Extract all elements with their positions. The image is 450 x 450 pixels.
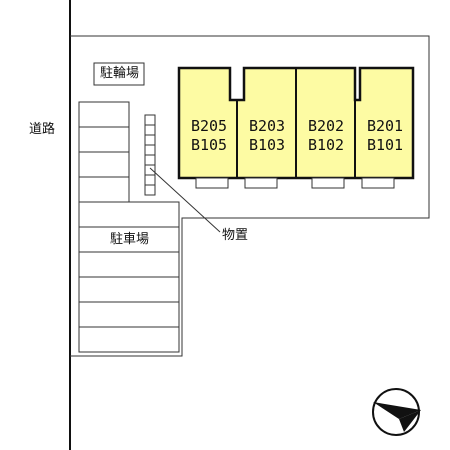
road-label: 道路 [29,122,56,137]
unit-lower-number: B101 [366,136,404,154]
unit-label-2: B203 B103 [238,117,296,155]
storage-units [144,114,156,196]
storage-label: 物置 [222,228,249,243]
bicycle-parking-box [93,62,145,86]
parking-stalls [78,201,180,353]
unit-step [311,177,345,189]
unit-label-4: B201 B101 [356,117,414,155]
unit-lower-number: B105 [190,136,228,154]
parking-label: 駐車場 [110,232,150,247]
unit-step [244,177,278,189]
unit-partitions [236,68,356,178]
unit-step [195,177,229,189]
unit-lower-number: B102 [307,136,345,154]
compass-north-arrow-icon [372,388,421,436]
unit-lower-number: B103 [248,136,286,154]
unit-label-1: B205 B105 [180,117,238,155]
lot-boundary [70,35,430,357]
unit-upper-number: B205 [190,117,228,135]
storage-leader-line [149,167,221,233]
unit-upper-number: B202 [307,117,345,135]
unit-step [361,177,395,189]
upper-parking-stalls [78,101,130,203]
unit-upper-number: B203 [248,117,286,135]
bicycle-parking-label: 駐輪場 [100,66,140,81]
unit-upper-number: B201 [366,117,404,135]
unit-steps [195,177,395,189]
unit-label-3: B202 B102 [297,117,355,155]
